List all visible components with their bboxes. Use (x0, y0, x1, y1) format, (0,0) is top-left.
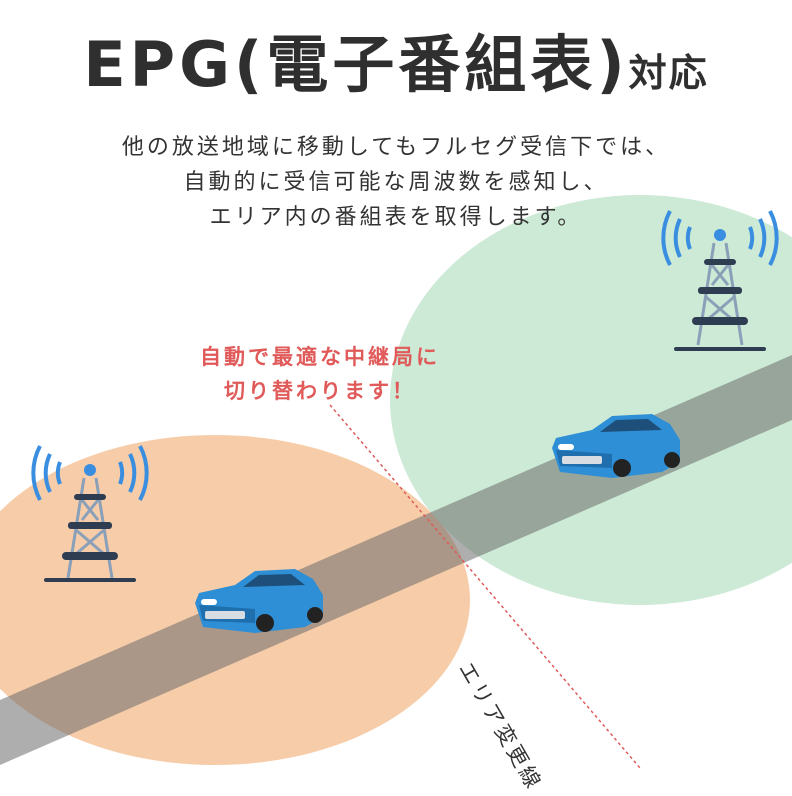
broadcast-tower-icon (31, 445, 149, 582)
illustration (0, 195, 792, 768)
description-line: エリア内の番組表を取得します。 (209, 205, 583, 230)
title-suffix: 対応 (628, 51, 709, 95)
car-icon (552, 414, 680, 478)
area-change-line (329, 404, 641, 768)
broadcast-tower-icon (661, 210, 779, 351)
switch-callout: 自動で最適な中継局に 切り替わります！ (150, 340, 490, 408)
title-main: EPG(電子番組表) (83, 28, 629, 101)
car-icon (195, 569, 323, 633)
signal-wave-icon (31, 445, 62, 501)
description-line: 自動的に受信可能な周波数を感知し、 (183, 170, 609, 195)
callout-line: 切り替わります！ (224, 379, 416, 403)
callout-line: 自動で最適な中継局に (200, 345, 440, 369)
page-title: EPG(電子番組表)対応 (0, 14, 792, 104)
description: 他の放送地域に移動してもフルセグ受信下では、 自動的に受信可能な周波数を感知し、… (0, 130, 792, 235)
description-line: 他の放送地域に移動してもフルセグ受信下では、 (121, 135, 671, 160)
signal-wave-icon (661, 210, 692, 266)
